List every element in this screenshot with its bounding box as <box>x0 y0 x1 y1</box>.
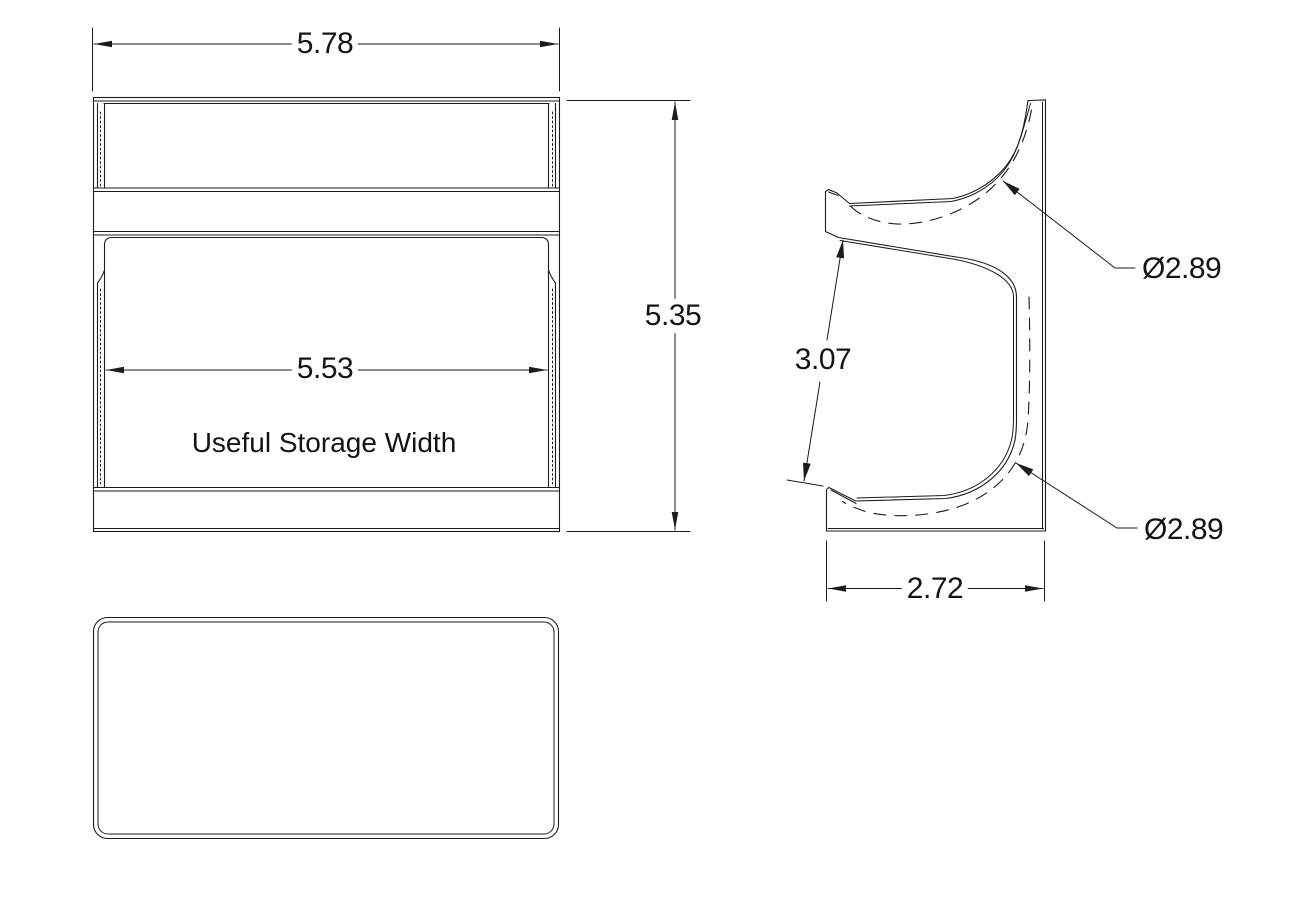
bottom-view-inner-edge <box>97 621 555 835</box>
dim-label-base-depth: 2.72 <box>901 572 969 606</box>
side-view-tangent-edges <box>827 101 1044 530</box>
dim-label-top-saddle-diameter: Ø2.89 <box>1139 252 1225 286</box>
side-view-hidden-arcs <box>841 109 1033 517</box>
dim-label-bottom-pocket-diameter: Ø2.89 <box>1141 513 1227 547</box>
front-view-outline <box>92 96 561 533</box>
dimensions <box>92 27 1138 602</box>
front-view-middle-band <box>92 190 561 236</box>
front-view <box>92 96 561 533</box>
leader-bottom-diameter <box>1015 462 1138 529</box>
side-view <box>824 99 1047 532</box>
leader-top-diameter <box>1002 180 1136 269</box>
dim-label-storage-width: 5.53 <box>291 352 359 386</box>
dim-opening-lines <box>786 239 845 487</box>
front-view-storage-area <box>96 236 557 489</box>
storage-width-note: Useful Storage Width <box>187 428 461 458</box>
side-view-outline <box>824 99 1047 532</box>
bottom-view-outline <box>92 616 560 840</box>
front-view-bottom-band <box>92 486 561 530</box>
dim-label-overall-height: 5.35 <box>639 299 707 333</box>
dim-label-overall-width: 5.78 <box>291 27 359 61</box>
front-view-top-rail <box>92 100 561 189</box>
bottom-view <box>92 616 560 840</box>
dim-label-opening-height: 3.07 <box>789 343 857 377</box>
